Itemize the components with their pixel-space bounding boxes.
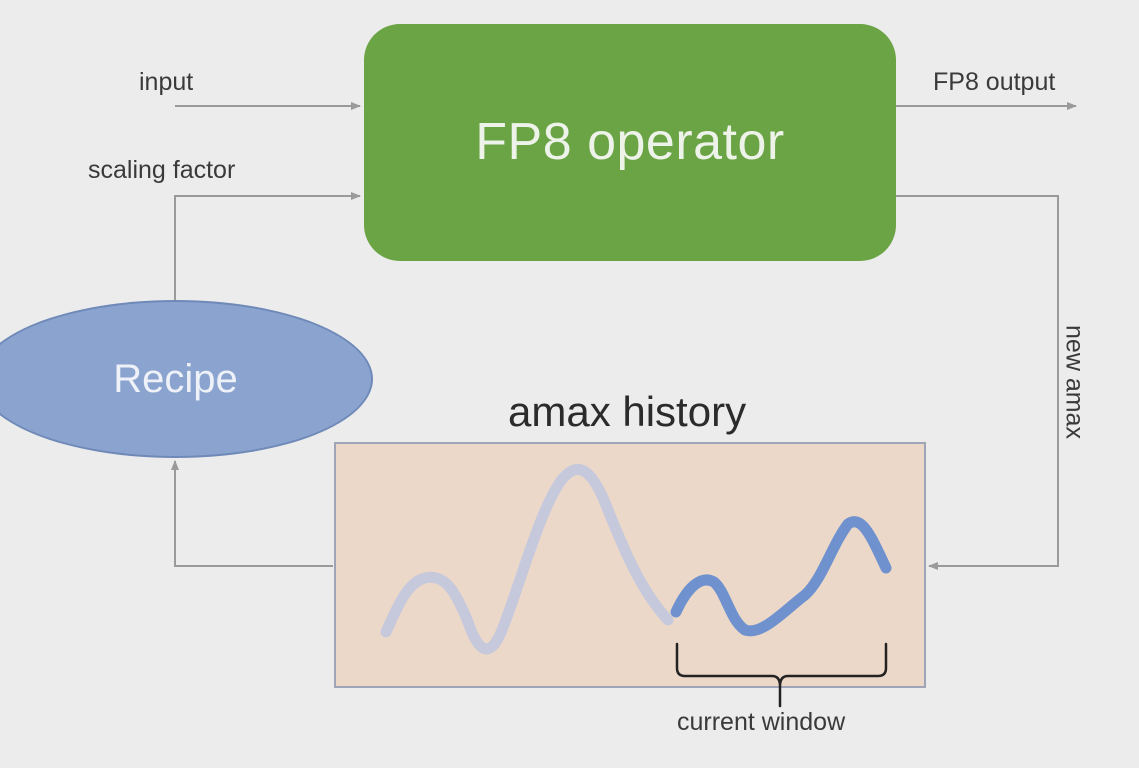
new-amax-arrow — [896, 195, 1059, 570]
scaling-factor-label: scaling factor — [88, 156, 236, 184]
fp8-operator-title: FP8 operator — [475, 112, 785, 171]
current-window-label: current window — [677, 708, 846, 736]
current-window-brace — [675, 642, 888, 708]
amax-history-title: amax history — [508, 388, 747, 435]
scaling-factor-arrow — [174, 192, 361, 300]
fp8-operator-box: FP8 operator — [364, 24, 896, 261]
fp8-output-label: FP8 output — [933, 68, 1056, 96]
amax-current-window-curve — [670, 516, 892, 637]
recipe-ellipse: Recipe — [0, 300, 373, 458]
input-label: input — [139, 68, 194, 96]
amax-history-curve-old — [380, 464, 674, 655]
recipe-title: Recipe — [113, 356, 238, 401]
history-to-recipe-arrow — [171, 460, 333, 567]
